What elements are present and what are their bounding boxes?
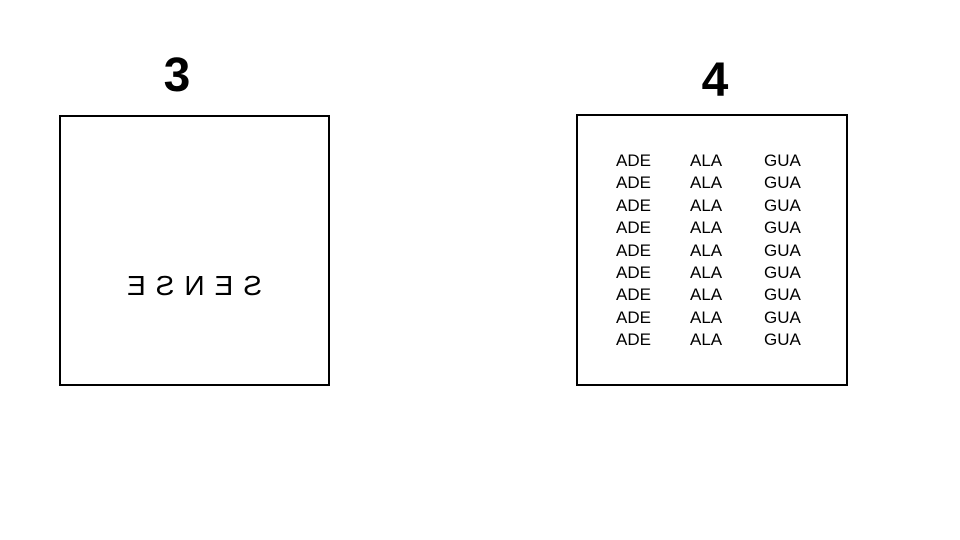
grid-cell: ALA: [690, 330, 723, 350]
grid-cell: ADE: [616, 307, 651, 327]
panel-number-3: 3: [163, 49, 191, 102]
grid-cell: GUA: [764, 307, 801, 327]
grid-cell: ALA: [690, 173, 723, 193]
grid-cell: ALA: [690, 262, 723, 282]
grid-cell: ALA: [690, 218, 723, 238]
grid-cell: GUA: [764, 285, 801, 305]
grid-cell: GUA: [764, 330, 801, 350]
grid-cell: ADE: [616, 240, 651, 260]
grid-row: ADE ALA GUA: [616, 307, 838, 329]
grid-cell: GUA: [764, 195, 801, 215]
grid-cell: ADE: [616, 195, 651, 215]
grid-row: ADE ALA GUA: [616, 172, 838, 194]
grid-cell: GUA: [764, 262, 801, 282]
grid-row: ADE ALA GUA: [616, 217, 838, 239]
grid-cell: ALA: [690, 307, 723, 327]
grid-cell: GUA: [764, 151, 801, 170]
grid-cell: ADE: [616, 285, 651, 305]
grid-row: ADE ALA GUA: [616, 284, 838, 306]
grid-cell: ADE: [616, 330, 651, 350]
grid-cell: ALA: [690, 195, 723, 215]
grid-cell: GUA: [764, 240, 801, 260]
grid-cell: ADE: [616, 151, 651, 170]
grid-row: ADE ALA GUA: [616, 150, 838, 172]
mirrored-word: SENSE: [61, 270, 328, 301]
grid-cell: ALA: [690, 285, 723, 305]
grid-cell: ADE: [616, 262, 651, 282]
grid-cell: ADE: [616, 173, 651, 193]
grid-cell: GUA: [764, 218, 801, 238]
grid-row: ADE ALA GUA: [616, 195, 838, 217]
grid-cell: GUA: [764, 173, 801, 193]
grid-row: ADE ALA GUA: [616, 262, 838, 284]
panel-3-box: SENSE: [59, 115, 330, 386]
panel-number-4: 4: [701, 54, 729, 107]
grid-row: ADE ALA GUA: [616, 329, 838, 351]
mirrored-word-text: SENSE: [117, 270, 262, 301]
grid-cell: ADE: [616, 218, 651, 238]
grid-cell: ALA: [690, 240, 723, 260]
grid-row: ADE ALA GUA: [616, 240, 838, 262]
grid-cell: ALA: [690, 151, 723, 170]
